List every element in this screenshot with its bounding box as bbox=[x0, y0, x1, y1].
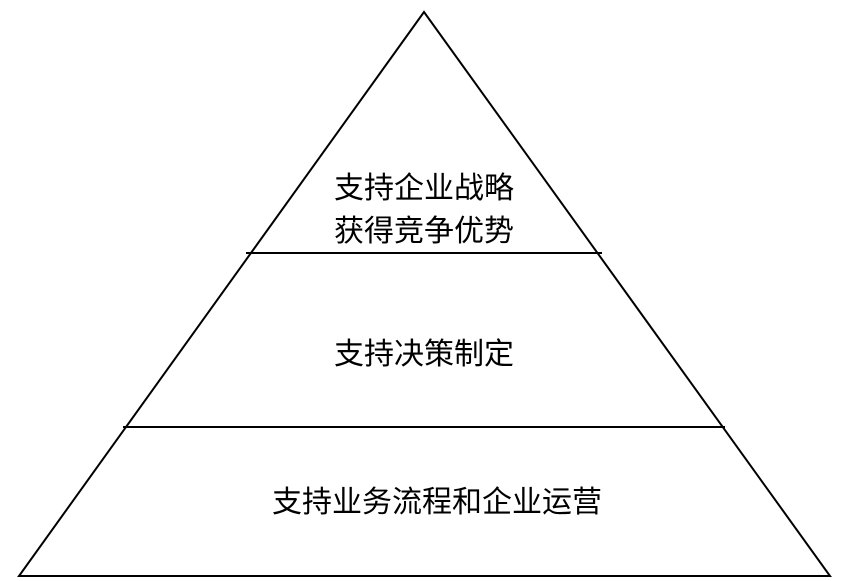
pyramid-outline bbox=[17, 10, 832, 577]
level-bottom-line-1: 支持业务流程和企业运营 bbox=[272, 485, 602, 520]
level-top-line-2: 获得竞争优势 bbox=[334, 214, 514, 249]
level-middle-line-1: 支持决策制定 bbox=[334, 337, 514, 372]
level-top-line-1: 支持企业战略 bbox=[334, 171, 514, 206]
